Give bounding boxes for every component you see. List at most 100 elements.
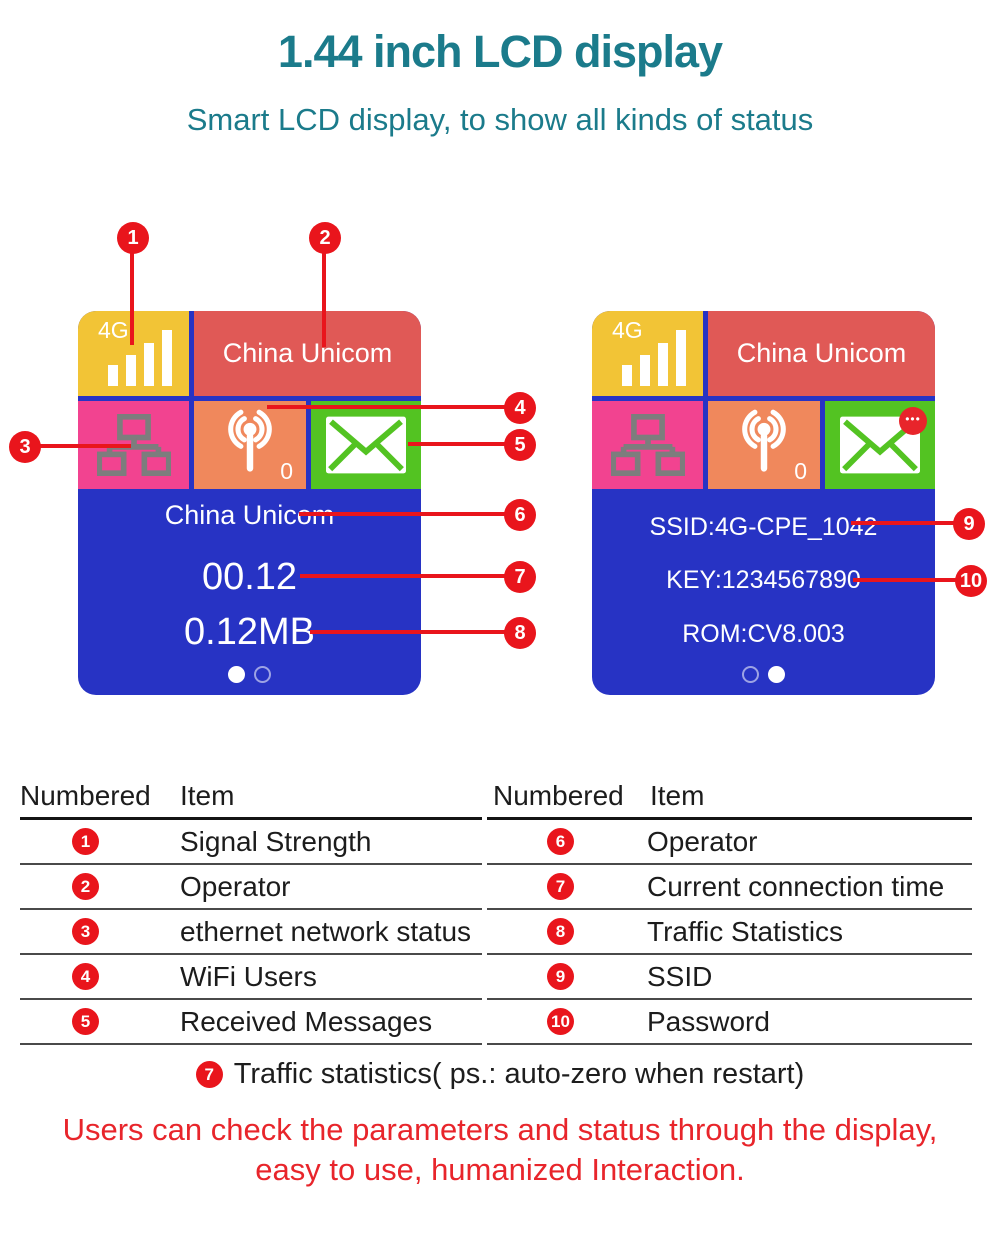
leader-line — [39, 444, 131, 448]
network-type-label: 4G — [98, 317, 129, 343]
message-badge-icon: ••• — [899, 407, 927, 435]
column-header-item: Item — [180, 780, 235, 811]
row-item-label: Operator — [180, 870, 291, 902]
table-row: 2 Operator — [20, 865, 482, 910]
row-number-badge: 6 — [547, 828, 574, 855]
lcd-key-text: KEY:1234567890 — [666, 566, 861, 594]
messages-tile — [311, 401, 421, 489]
leader-line — [851, 521, 955, 525]
ethernet-network-icon — [96, 414, 171, 476]
footer-description: Users can check the parameters and statu… — [0, 1110, 1000, 1190]
row-number-badge: 10 — [547, 1008, 574, 1035]
network-type-label: 4G — [612, 317, 643, 343]
mail-icon — [326, 416, 406, 474]
table-header: Numbered Item — [487, 780, 972, 820]
row-item-label: Received Messages — [180, 1005, 433, 1037]
table-header: Numbered Item — [20, 780, 482, 820]
wifi-users-tile: 0 — [194, 401, 306, 489]
leader-line — [310, 630, 506, 634]
wifi-users-count: 0 — [794, 458, 807, 484]
callout-marker-9: 9 — [953, 508, 985, 540]
legend-table-right: Numbered Item 6 Operator 7 Current conne… — [487, 780, 972, 1045]
page-title: 1.44 inch LCD display — [277, 26, 723, 77]
messages-tile: ••• — [825, 401, 935, 489]
signal-strength-tile: 4G — [592, 311, 703, 396]
operator-tile: China Unicom — [708, 311, 935, 396]
lcd-traffic-statistics: 0.12MB — [184, 611, 315, 653]
leader-line — [853, 578, 957, 582]
row-item-label: ethernet network status — [180, 915, 472, 947]
signal-bars-icon — [622, 365, 632, 386]
callout-marker-8: 8 — [504, 617, 536, 649]
table-row: 6 Operator — [487, 820, 972, 865]
lcd-screen-info-page: 4G China Unicom — [592, 311, 935, 695]
leader-line — [408, 442, 506, 446]
row-number-badge: 8 — [547, 918, 574, 945]
callout-marker-2: 2 — [309, 222, 341, 254]
pagination-dots — [592, 666, 935, 683]
column-header-item: Item — [650, 780, 705, 811]
row-item-label: Signal Strength — [180, 825, 372, 857]
note-number-badge: 7 — [195, 1061, 223, 1088]
table-row: 3 ethernet network status — [20, 910, 482, 955]
table-row: 9 SSID — [487, 955, 972, 1000]
wifi-users-tile: 0 — [708, 401, 820, 489]
lcd-connection-time: 00.12 — [201, 556, 298, 598]
callout-marker-7: 7 — [504, 561, 536, 593]
column-header-numbered: Numbered — [493, 780, 624, 811]
row-item-label: WiFi Users — [180, 960, 317, 992]
callout-marker-6: 6 — [504, 499, 536, 531]
row-number-badge: 3 — [72, 918, 99, 945]
lcd-screen-status-page: 4G China Unicom — [78, 311, 421, 695]
legend-table-left: Numbered Item 1 Signal Strength 2 Operat… — [20, 780, 482, 1045]
row-item-label: Password — [647, 1005, 770, 1037]
traffic-note: 7 Traffic statistics( ps.: auto-zero whe… — [0, 1058, 1000, 1091]
footer-line-1: Users can check the parameters and statu… — [62, 1112, 938, 1147]
leader-line — [130, 252, 134, 345]
callout-marker-3: 3 — [9, 431, 41, 463]
column-header-numbered: Numbered — [20, 780, 151, 811]
pagination-dot — [228, 666, 245, 683]
wifi-antenna-icon — [742, 409, 786, 472]
row-number-badge: 5 — [72, 1008, 99, 1035]
table-row: 4 WiFi Users — [20, 955, 482, 1000]
ethernet-network-icon — [610, 414, 685, 476]
table-row: 10 Password — [487, 1000, 972, 1045]
note-text: Traffic statistics( ps.: auto-zero when … — [233, 1058, 805, 1090]
operator-name: China Unicom — [222, 338, 393, 368]
row-number-badge: 1 — [72, 828, 99, 855]
row-item-label: SSID — [647, 960, 713, 992]
footer-line-2: easy to use, humanized Interaction. — [255, 1152, 745, 1187]
table-row: 8 Traffic Statistics — [487, 910, 972, 955]
callout-marker-4: 4 — [504, 392, 536, 424]
leader-line — [267, 405, 506, 409]
row-item-label: Traffic Statistics — [647, 915, 844, 947]
wifi-users-count: 0 — [280, 458, 293, 484]
operator-tile: China Unicom — [194, 311, 421, 396]
callout-marker-5: 5 — [504, 429, 536, 461]
leader-line — [299, 512, 506, 516]
row-number-badge: 7 — [547, 873, 574, 900]
leader-line — [322, 252, 326, 347]
row-item-label: Current connection time — [647, 870, 945, 902]
operator-name: China Unicom — [736, 338, 907, 368]
signal-bars-icon — [108, 365, 118, 386]
callout-marker-1: 1 — [117, 222, 149, 254]
table-row: 5 Received Messages — [20, 1000, 482, 1045]
wifi-antenna-icon — [228, 409, 272, 472]
row-item-label: Operator — [647, 825, 758, 857]
pagination-dot — [768, 666, 785, 683]
leader-line — [300, 574, 506, 578]
row-number-badge: 4 — [72, 963, 99, 990]
lcd-ssid-text: SSID:4G-CPE_1042 — [649, 513, 878, 541]
lcd-operator-text: China Unicom — [164, 500, 335, 530]
table-row: 7 Current connection time — [487, 865, 972, 910]
ethernet-status-tile — [592, 401, 703, 489]
pagination-dot — [254, 666, 271, 683]
row-number-badge: 9 — [547, 963, 574, 990]
lcd-rom-text: ROM:CV8.003 — [682, 620, 845, 648]
callout-marker-10: 10 — [955, 565, 987, 597]
pagination-dots — [78, 666, 421, 683]
row-number-badge: 2 — [72, 873, 99, 900]
